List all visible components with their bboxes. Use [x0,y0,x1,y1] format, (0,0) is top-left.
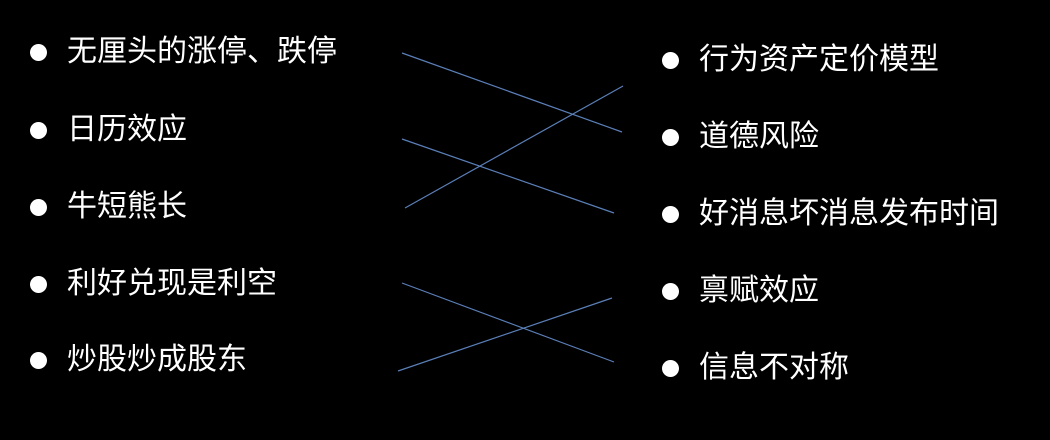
bullet-icon [662,51,679,69]
connector-line [401,138,615,214]
left-item-5: 炒股炒成股东 [30,340,247,380]
left-item-2: 日历效应 [30,110,187,150]
right-item-label: 信息不对称 [699,350,849,385]
right-item-label: 好消息坏消息发布时间 [699,196,999,231]
left-item-1: 无厘头的涨停、跌停 [30,32,337,72]
bullet-icon [662,282,679,300]
bullet-icon [662,205,679,223]
left-item-label: 日历效应 [67,112,187,147]
left-item-label: 牛短熊长 [67,189,187,224]
left-item-4: 利好兑现是利空 [30,264,277,304]
right-item-2: 道德风险 [662,117,819,157]
bullet-icon [30,275,47,293]
right-item-label: 禀赋效应 [699,273,819,308]
left-item-label: 炒股炒成股东 [67,342,247,377]
connector-line [404,85,624,209]
left-item-3: 牛短熊长 [30,187,187,227]
bullet-icon [662,359,679,377]
bullet-icon [30,121,47,139]
bullet-icon [662,128,679,146]
right-item-label: 道德风险 [699,119,819,154]
connector-line [401,282,615,363]
left-item-label: 无厘头的涨停、跌停 [67,34,337,69]
connector-line [397,297,613,372]
bullet-icon [30,198,47,216]
right-item-3: 好消息坏消息发布时间 [662,194,999,234]
left-item-label: 利好兑现是利空 [67,266,277,301]
bullet-icon [30,43,47,61]
right-item-4: 禀赋效应 [662,271,819,311]
right-item-5: 信息不对称 [662,348,849,388]
right-item-label: 行为资产定价模型 [699,42,939,77]
connector-line [401,52,623,133]
bullet-icon [30,351,47,369]
right-item-1: 行为资产定价模型 [662,40,939,80]
